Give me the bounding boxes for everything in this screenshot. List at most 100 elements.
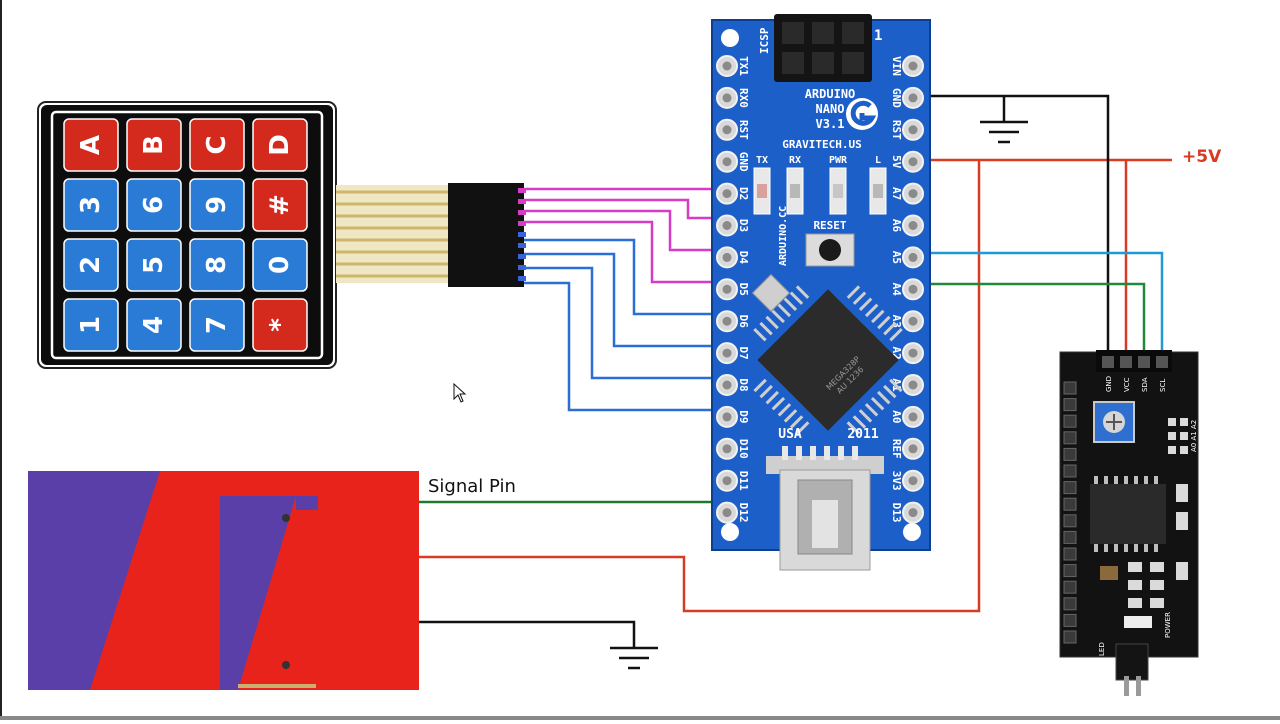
i2c-lcd-pin xyxy=(1063,613,1077,627)
keypad-key-label: 5 xyxy=(139,256,169,274)
left-pin-label: D9 xyxy=(737,410,750,423)
board-title-line1: ARDUINO xyxy=(805,87,856,101)
usa-text: USA xyxy=(778,427,802,442)
board-title-line4: GRAVITECH.US xyxy=(782,138,861,151)
reset-label: RESET xyxy=(813,219,846,232)
left-pin-label: D6 xyxy=(737,315,750,329)
keypad-key[interactable]: 1 xyxy=(63,298,119,352)
right-pin: 5V xyxy=(890,150,924,173)
wire-keypad-row2 xyxy=(524,198,725,220)
keypad-key-label: 2 xyxy=(76,256,106,274)
mount-hole xyxy=(721,523,739,541)
keypad-key[interactable]: # xyxy=(252,178,308,232)
i2c-pin-scl: SCL xyxy=(1159,379,1167,392)
left-pin-label: D12 xyxy=(737,503,750,523)
wire-sensor-gnd xyxy=(418,620,636,648)
keypad-key[interactable]: B xyxy=(126,118,182,172)
i2c-led-label: LED xyxy=(1098,642,1106,656)
right-pin: VIN xyxy=(890,55,924,77)
i2c-lcd-module: GND VCC SDA SCL A0 A1 A2 xyxy=(1059,350,1199,696)
icsp-header xyxy=(774,14,872,82)
backlight-jumper[interactable] xyxy=(1115,643,1149,696)
arduino-cc-text: ARDUINO.CC xyxy=(778,206,789,266)
frame-bottom-edge xyxy=(0,716,1280,720)
keypad-key-label: 9 xyxy=(202,196,232,214)
left-pin: D10 xyxy=(716,437,750,460)
i2c-pin-gnd: GND xyxy=(1105,376,1113,392)
left-pin: D7 xyxy=(716,342,750,365)
keypad-key[interactable]: D xyxy=(252,118,308,172)
i2c-lcd-pin xyxy=(1063,464,1077,478)
mouse-cursor-icon xyxy=(453,382,467,403)
i2c-lcd-pin xyxy=(1063,398,1077,412)
i2c-lcd-pin xyxy=(1063,597,1077,611)
keypad-key[interactable]: 6 xyxy=(126,178,182,232)
led-label-tx: TX xyxy=(756,155,768,166)
right-pin-label: A4 xyxy=(890,283,903,297)
keypad-key[interactable]: 5 xyxy=(126,238,182,292)
frame-left-edge xyxy=(0,0,2,720)
right-pin-label: D13 xyxy=(890,503,903,523)
right-pin-label: 3V3 xyxy=(890,471,903,491)
contrast-potentiometer[interactable] xyxy=(1093,401,1135,443)
sensor-purple-area xyxy=(28,471,160,690)
keypad-key-label: 4 xyxy=(139,316,169,334)
keypad-key-label: D xyxy=(265,134,295,156)
crystal xyxy=(751,273,791,313)
keypad-key[interactable]: 7 xyxy=(189,298,245,352)
i2c-lcd-pin xyxy=(1063,481,1077,495)
keypad-key[interactable]: 4 xyxy=(126,298,182,352)
right-pin-label: VIN xyxy=(890,56,903,76)
i2c-lcd-pin xyxy=(1063,414,1077,428)
gravitech-logo xyxy=(846,98,878,130)
mount-hole xyxy=(903,523,921,541)
year-text: 2011 xyxy=(847,427,878,442)
i2c-side-pins xyxy=(1063,381,1077,644)
keypad-key[interactable]: 8 xyxy=(189,238,245,292)
sensor-strip xyxy=(238,684,316,688)
icsp-label: ICSP xyxy=(758,27,771,54)
led-label-pwr: PWR xyxy=(829,155,848,166)
keypad-key[interactable]: 2 xyxy=(63,238,119,292)
right-pin: A5 xyxy=(890,246,924,269)
mount-hole xyxy=(721,29,739,47)
right-pin: D13 xyxy=(890,501,924,524)
left-pin-label: D8 xyxy=(737,378,750,391)
ground-symbol-top xyxy=(980,120,1028,144)
right-pin: 3V3 xyxy=(890,469,924,492)
right-pin: A2 xyxy=(890,342,924,365)
keypad-key[interactable]: 9 xyxy=(189,178,245,232)
keypad-key[interactable]: 0 xyxy=(252,238,308,292)
smd-components xyxy=(1100,418,1188,628)
sensor-window xyxy=(220,496,296,690)
keypad-key[interactable]: 3 xyxy=(63,178,119,232)
right-pin: A0 xyxy=(890,405,924,428)
keypad-key-label: C xyxy=(202,135,232,154)
keypad-key-label: 0 xyxy=(265,256,295,274)
reset-button[interactable] xyxy=(805,233,855,267)
left-pin: D8 xyxy=(716,374,750,396)
keypad-key[interactable]: C xyxy=(189,118,245,172)
arduino-nano: ICSP 1 TX1RX0RSTGNDD2D3D4D5D6D7D8D9D10D1… xyxy=(711,14,931,571)
keypad-inner-border xyxy=(50,110,324,360)
wire-keypad-col3 xyxy=(524,266,725,380)
i2c-lcd-pin xyxy=(1063,514,1077,528)
label-signal-pin: Signal Pin xyxy=(428,476,516,497)
keypad-key[interactable]: A xyxy=(63,118,119,172)
keypad-key-label: 6 xyxy=(139,196,169,214)
keypad-key[interactable]: * xyxy=(252,298,308,352)
keypad-key-label: 1 xyxy=(76,316,106,334)
i2c-power-label: POWER xyxy=(1164,612,1172,638)
left-pin: RX0 xyxy=(716,86,750,109)
connector-pins xyxy=(518,188,526,281)
status-leds xyxy=(753,167,887,215)
i2c-pin-vcc: VCC xyxy=(1123,377,1131,392)
right-pin: A4 xyxy=(890,278,924,301)
right-pin: A3 xyxy=(890,310,924,333)
atmega-chip: MEGA328P AU 1236 xyxy=(753,285,903,435)
wire-scl xyxy=(912,251,1164,362)
icsp-pin1-label: 1 xyxy=(874,28,882,44)
right-pin-label: A5 xyxy=(890,251,903,264)
i2c-lcd-pin xyxy=(1063,447,1077,461)
